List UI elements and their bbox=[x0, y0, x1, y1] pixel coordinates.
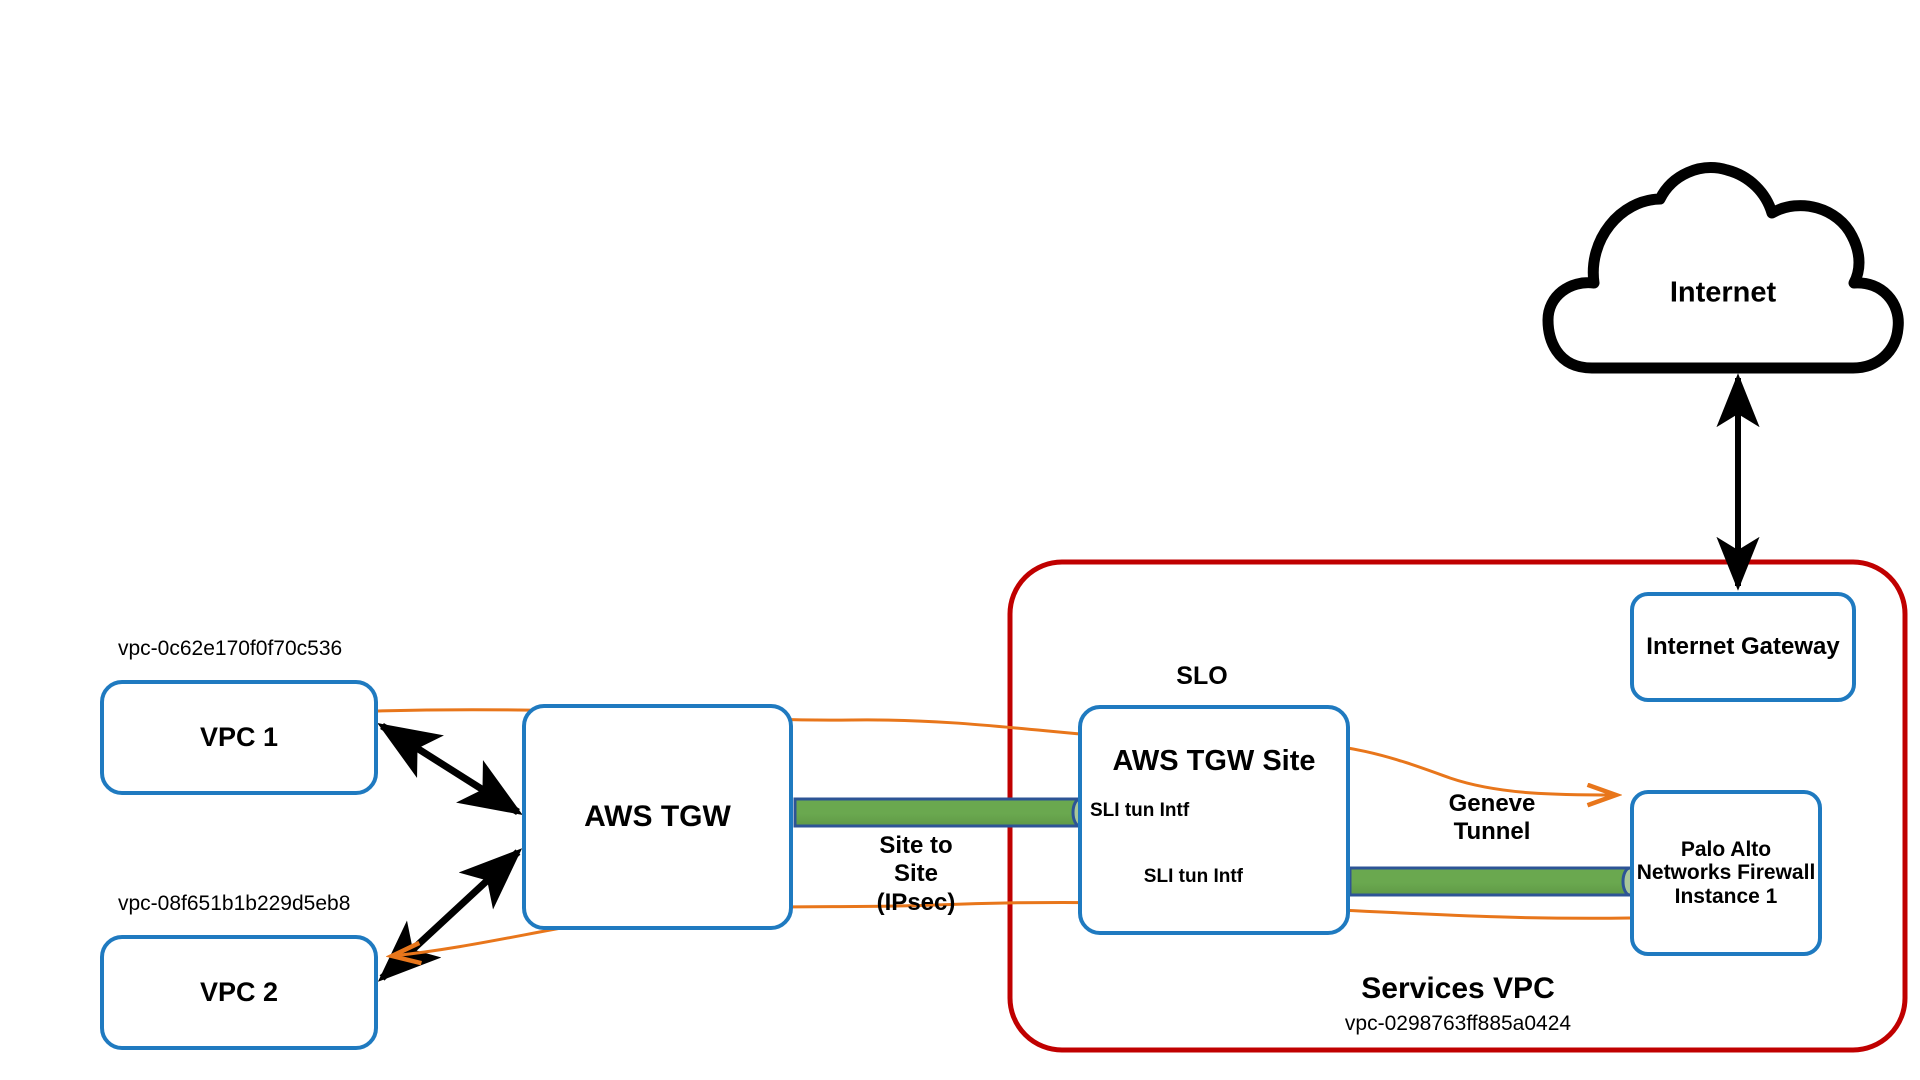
vpc-2-id-label: vpc-08f651b1b229d5eb8 bbox=[118, 892, 351, 915]
s2s-line-1: Site to bbox=[879, 832, 953, 859]
internet-gateway-label: Internet Gateway bbox=[1646, 632, 1840, 660]
internet-cloud-label: Internet bbox=[1669, 276, 1777, 309]
vpc2-tgw-attachment-arrow bbox=[377, 848, 523, 982]
geneve-line-2: Tunnel bbox=[1453, 818, 1531, 846]
site-to-site-tunnel-label: Site to Site (IPsec) bbox=[877, 832, 956, 917]
node-aws-tgw[interactable]: AWS TGW bbox=[522, 704, 793, 930]
aws-tgw-site-label: AWS TGW Site bbox=[1112, 745, 1316, 777]
s2s-line-2: Site bbox=[893, 860, 939, 888]
geneve-tunnel bbox=[1348, 866, 1639, 897]
aws-tgw-label: AWS TGW bbox=[584, 800, 731, 834]
node-palo-alto-firewall[interactable]: Palo Alto Networks Firewall Instance 1 bbox=[1630, 790, 1822, 956]
firewall-label: Palo Alto Networks Firewall Instance 1 bbox=[1636, 837, 1816, 908]
internet-cloud-icon bbox=[1542, 162, 1904, 374]
vpc-1-id-label: vpc-0c62e170f0f70c536 bbox=[118, 637, 343, 660]
s2s-line-3: (IPsec) bbox=[876, 888, 956, 916]
services-vpc-label: Services VPC bbox=[1361, 972, 1555, 1005]
vpc1-tgw-attachment-arrow bbox=[377, 723, 523, 815]
node-vpc-1[interactable]: VPC 1 bbox=[100, 680, 378, 795]
node-internet-gateway[interactable]: Internet Gateway bbox=[1630, 592, 1856, 702]
sli-tun-intf-bottom-label: SLI tun Intf bbox=[1143, 866, 1243, 887]
geneve-line-1: Geneve bbox=[1448, 790, 1536, 817]
slo-label: SLO bbox=[1176, 662, 1228, 690]
sli-tun-intf-top-label: SLI tun Intf bbox=[1090, 800, 1190, 821]
vpc-2-label: VPC 2 bbox=[199, 977, 279, 1008]
site-to-site-ipsec-tunnel bbox=[793, 797, 1089, 828]
geneve-tunnel-label: Geneve Tunnel bbox=[1449, 790, 1536, 847]
services-vpc-id-label: vpc-0298763ff885a0424 bbox=[1344, 1012, 1572, 1035]
vpc-1-label: VPC 1 bbox=[199, 722, 279, 753]
node-aws-tgw-site[interactable]: AWS TGW Site bbox=[1078, 705, 1350, 935]
node-vpc-2[interactable]: VPC 2 bbox=[100, 935, 378, 1050]
